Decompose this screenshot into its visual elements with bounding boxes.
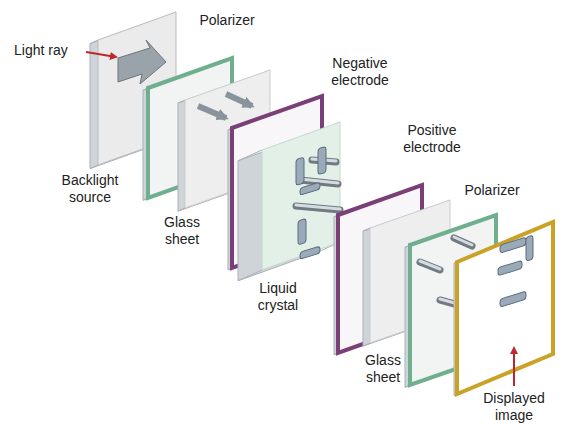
plate-face: [457, 222, 553, 394]
part-label: Backlight source: [53, 172, 127, 206]
part-label: Negative electrode: [323, 55, 397, 89]
part-label: Polarizer: [187, 12, 267, 29]
light-rod: [420, 262, 440, 270]
light-rod: [296, 205, 340, 209]
display-segment: [296, 157, 304, 185]
part-label: Glass sheet: [156, 214, 208, 248]
light-rod: [454, 237, 472, 245]
plate-edge: [363, 343, 370, 346]
plate-stack: [90, 12, 553, 395]
display-segment: [498, 260, 522, 275]
light-arrow: [198, 106, 226, 118]
display-segment: [500, 291, 526, 307]
plate-edge: [363, 228, 370, 231]
plate-edge: [178, 100, 185, 103]
display-segment: [300, 182, 320, 195]
part-label: Displayed image: [476, 390, 552, 424]
light-rod: [296, 206, 340, 210]
plate-edge: [90, 165, 98, 169]
callout-label: Light ray: [14, 42, 94, 59]
plate-edge: [238, 150, 262, 161]
liquid-crystal-block: [238, 122, 340, 281]
light-rod: [420, 261, 440, 269]
light-rod: [454, 238, 472, 246]
plate-edge: [238, 270, 262, 281]
leader-arrow: [86, 52, 116, 57]
display-segment: [298, 218, 306, 244]
plate-edge: [90, 40, 98, 44]
segment-group: [296, 146, 326, 259]
leader-arrow: [513, 348, 515, 386]
light-arrow: [118, 40, 166, 84]
light-arrow: [226, 94, 252, 106]
part-label: Polarizer: [452, 182, 532, 199]
plate-edge: [178, 208, 185, 211]
display-segment: [300, 246, 320, 259]
display-plate: [454, 222, 553, 395]
part-label: Positive electrode: [395, 122, 469, 156]
display-segment: [526, 235, 533, 261]
segment-group: [498, 235, 533, 307]
plate-face: [262, 122, 340, 270]
display-segment: [500, 237, 526, 253]
part-label: Liquid crystal: [249, 280, 307, 314]
part-label: Glass sheet: [357, 352, 409, 386]
display-segment: [318, 146, 326, 174]
